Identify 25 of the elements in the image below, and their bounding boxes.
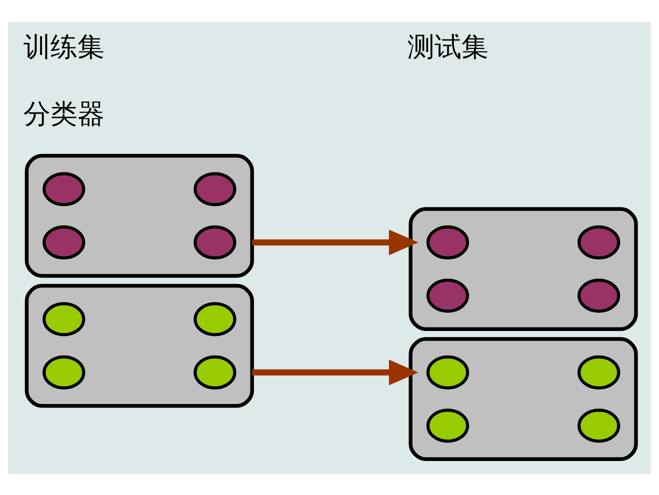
- node-ellipse: [426, 408, 470, 442]
- node-ellipse: [577, 354, 620, 389]
- node-ellipse: [194, 354, 236, 389]
- arrow: [252, 229, 418, 255]
- node-ellipse: [577, 224, 620, 259]
- label: 分类器: [23, 98, 104, 130]
- node-ellipse: [426, 224, 470, 259]
- label: 训练集: [23, 32, 104, 63]
- node-ellipse: [426, 278, 470, 312]
- node-ellipse: [577, 408, 620, 442]
- node-ellipse: [577, 278, 620, 312]
- cluster: [408, 206, 638, 330]
- node-ellipse: [42, 224, 86, 259]
- node-ellipse: [426, 354, 470, 389]
- label: 测试集: [407, 32, 488, 63]
- node-ellipse: [42, 302, 86, 336]
- node-ellipse: [42, 354, 86, 389]
- cluster: [24, 283, 254, 408]
- arrow: [252, 359, 418, 385]
- node-ellipse: [194, 224, 236, 259]
- cluster: [408, 336, 638, 460]
- node-ellipse: [42, 172, 86, 206]
- cluster: [24, 153, 254, 278]
- node-ellipse: [194, 302, 236, 336]
- node-ellipse: [194, 172, 236, 206]
